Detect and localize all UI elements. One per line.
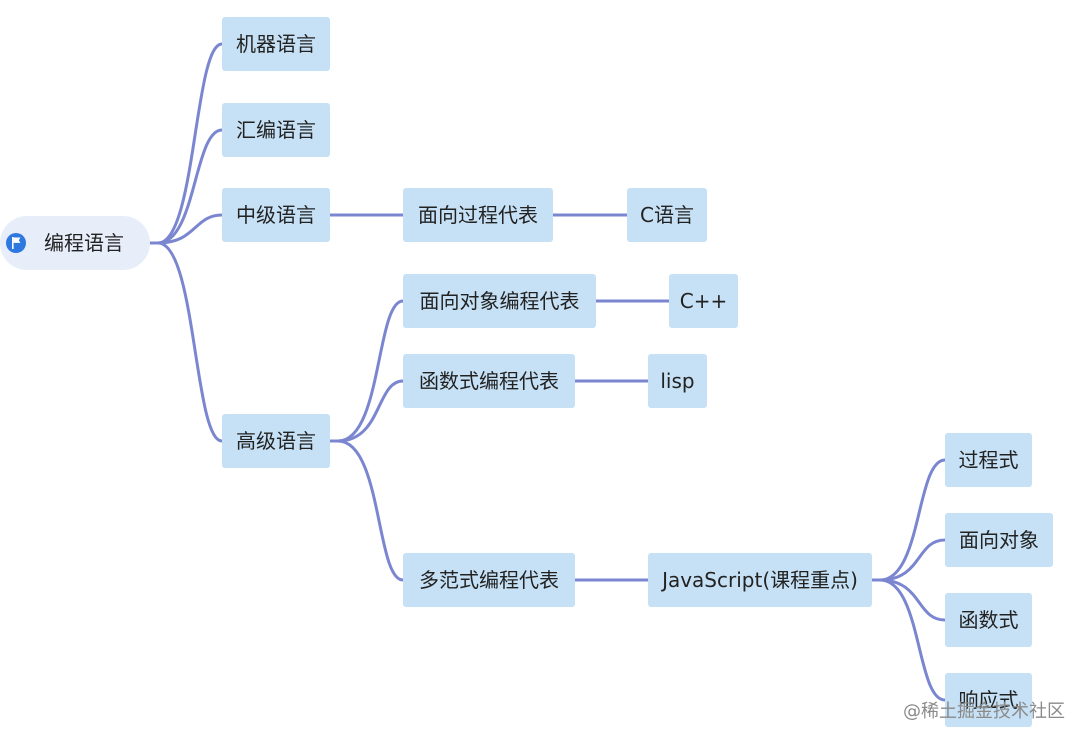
link-root-machine — [148, 42, 224, 245]
link-root-mid — [148, 213, 224, 245]
root-label: 编程语言 — [44, 231, 124, 255]
link-js-procedural — [870, 458, 947, 582]
node-multiparadigm-representative[interactable]: 多范式编程代表 — [403, 553, 575, 607]
node-mid-level-language[interactable]: 中级语言 — [222, 188, 330, 242]
node-cpp[interactable]: C++ — [669, 274, 738, 328]
link-js-reactive — [870, 578, 947, 702]
root-node[interactable]: 编程语言 — [0, 216, 150, 270]
link-root-high — [148, 241, 224, 443]
link-high-oop — [328, 299, 405, 443]
node-high-level-language[interactable]: 高级语言 — [222, 414, 330, 468]
node-js-functional[interactable]: 函数式 — [945, 593, 1032, 647]
node-js-oop[interactable]: 面向对象 — [945, 513, 1053, 567]
node-c-language[interactable]: C语言 — [627, 188, 707, 242]
node-functional-representative[interactable]: 函数式编程代表 — [403, 354, 575, 408]
node-machine-language[interactable]: 机器语言 — [222, 17, 330, 71]
node-assembly-language[interactable]: 汇编语言 — [222, 103, 330, 157]
node-lisp[interactable]: lisp — [648, 354, 707, 408]
node-procedural-representative[interactable]: 面向过程代表 — [403, 188, 553, 242]
node-javascript[interactable]: JavaScript(课程重点) — [648, 553, 872, 607]
flag-icon — [6, 233, 26, 253]
node-js-procedural[interactable]: 过程式 — [945, 433, 1032, 487]
node-oop-representative[interactable]: 面向对象编程代表 — [403, 274, 596, 328]
watermark-text: @稀土掘金技术社区 — [903, 701, 1065, 722]
link-high-multi — [328, 439, 405, 582]
node-js-reactive[interactable]: 响应式 — [945, 673, 1032, 727]
